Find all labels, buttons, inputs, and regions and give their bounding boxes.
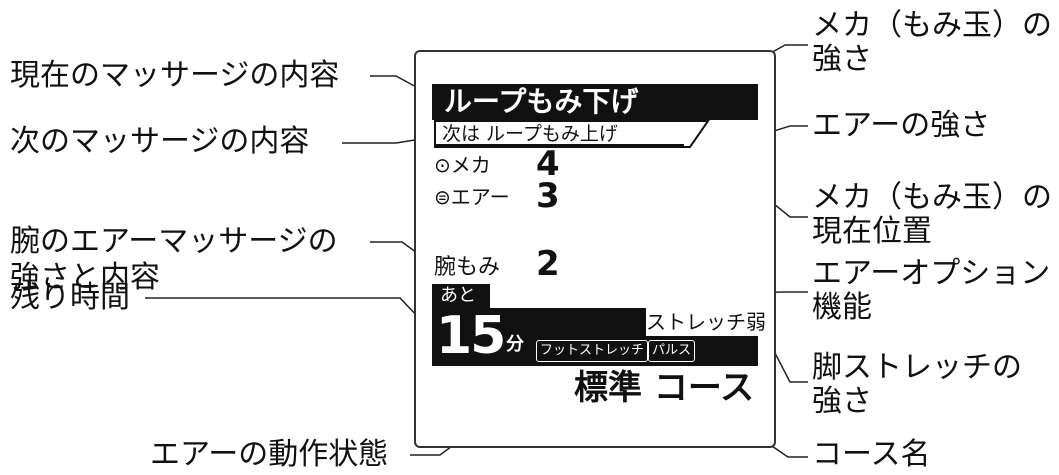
callout-mecha-position-2: 現在位置 xyxy=(812,214,932,249)
callout-arm-air-2: 強さと内容 xyxy=(10,260,160,295)
callout-air-option-1: エアーオプション xyxy=(812,256,1051,291)
leader-remaining xyxy=(145,297,441,341)
option-pulse: パルス xyxy=(648,340,696,362)
air-updown-icon: ⊜ xyxy=(434,185,451,209)
callout-air-strength: エアーの強さ xyxy=(812,108,991,143)
mecha-value: 4 xyxy=(536,144,560,184)
air-value: 3 xyxy=(536,176,560,216)
mecha-rotate-icon: ⊙ xyxy=(434,153,451,177)
current-massage-display: ループもみ下げ xyxy=(432,84,758,120)
arm-label: 腕もみ xyxy=(434,255,501,280)
callout-arm-air-1: 腕のエアーマッサージの xyxy=(10,224,338,259)
callout-remaining-time: 残り時間 xyxy=(10,280,130,315)
remaining-prefix: あと xyxy=(432,284,490,308)
callout-mecha-strength-1: メカ（もみ玉）の xyxy=(812,8,1052,43)
callout-next-massage: 次のマッサージの内容 xyxy=(10,124,310,159)
callout-mecha-position-1: メカ（もみ玉）の xyxy=(812,180,1052,215)
next-massage-display: 次は ループもみ上げ xyxy=(434,120,684,146)
option-foot-stretch: フットストレッチ xyxy=(536,340,649,362)
air-row: ⊜エアー xyxy=(434,182,510,212)
callout-leg-stretch-1: 脚ストレッチの xyxy=(812,350,1022,385)
arm-value: 2 xyxy=(536,244,560,284)
callout-air-option-2: 機能 xyxy=(812,290,872,325)
minutes-unit: 分 xyxy=(506,334,524,355)
mecha-row: ⊙メカ xyxy=(434,150,491,180)
callout-course-name: コース名 xyxy=(812,437,931,472)
course-name-display: 標準 コース xyxy=(574,368,755,408)
callout-mecha-strength-2: 強さ xyxy=(812,42,872,77)
stretch-strength: ストレッチ弱 xyxy=(646,308,766,336)
mecha-label: メカ xyxy=(450,153,491,177)
callout-air-status: エアーの動作状態 xyxy=(150,437,389,472)
air-label: エアー xyxy=(450,185,510,209)
callout-leg-stretch-2: 強さ xyxy=(812,384,872,419)
callout-current-massage: 現在のマッサージの内容 xyxy=(10,58,340,93)
remaining-minutes: 15 xyxy=(436,306,506,366)
